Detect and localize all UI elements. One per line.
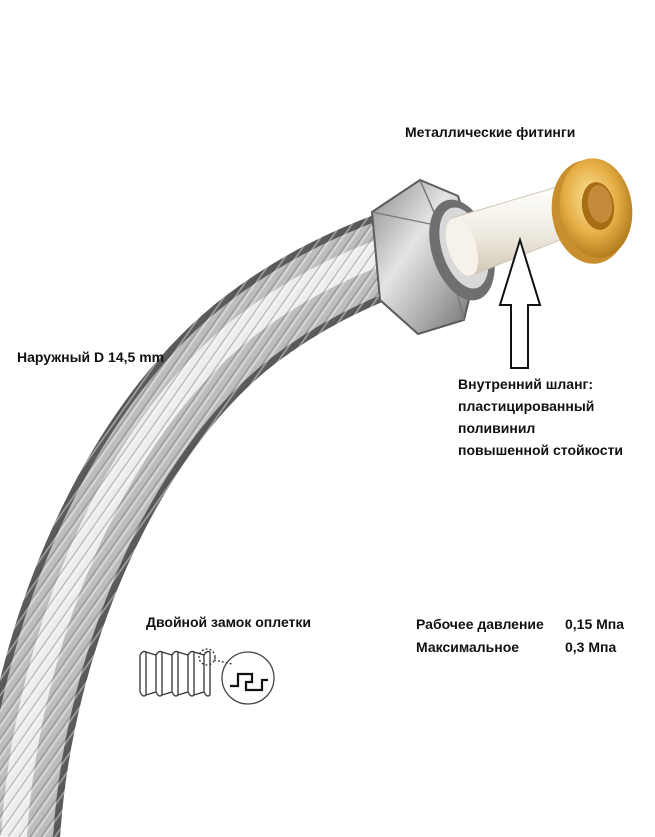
working-pressure-value: 0,15 Мпа xyxy=(565,616,625,632)
brass-fitting xyxy=(551,158,633,264)
inner-hose-line-2: пластицированный xyxy=(458,398,595,414)
pressure-spec: Рабочее давление 0,15 Мпа Максимальное 0… xyxy=(416,613,624,659)
braid-lock-label: Двойной замок оплетки xyxy=(146,614,312,630)
zoom-circle-large xyxy=(221,651,275,705)
braid-coils-icon xyxy=(139,650,211,697)
lock-profile-icon xyxy=(230,672,268,692)
zoom-circle-small xyxy=(198,648,216,666)
inner-hose-line-1: Внутренний шланг: xyxy=(458,376,594,392)
max-pressure-label: Максимальное xyxy=(416,639,520,655)
outer-diameter-label: Наружный D 14,5 mm xyxy=(17,349,165,365)
max-pressure-value: 0,3 Мпа xyxy=(565,639,617,655)
fittings-label: Металлические фитинги xyxy=(405,124,576,140)
max-pressure-row: Максимальное 0,3 Мпа xyxy=(416,636,616,659)
braid-lock-diagram xyxy=(139,648,275,705)
arrow-up-icon xyxy=(498,236,542,369)
working-pressure-row: Рабочее давление 0,15 Мпа xyxy=(416,613,624,636)
inner-hose-line-4: повышенной стойкости xyxy=(458,442,624,458)
inner-hose-label: Внутренний шланг: пластицированный полив… xyxy=(458,373,623,461)
metal-braided-hose xyxy=(0,210,415,837)
working-pressure-label: Рабочее давление xyxy=(416,616,544,632)
inner-hose-line-3: поливинил xyxy=(458,420,536,436)
